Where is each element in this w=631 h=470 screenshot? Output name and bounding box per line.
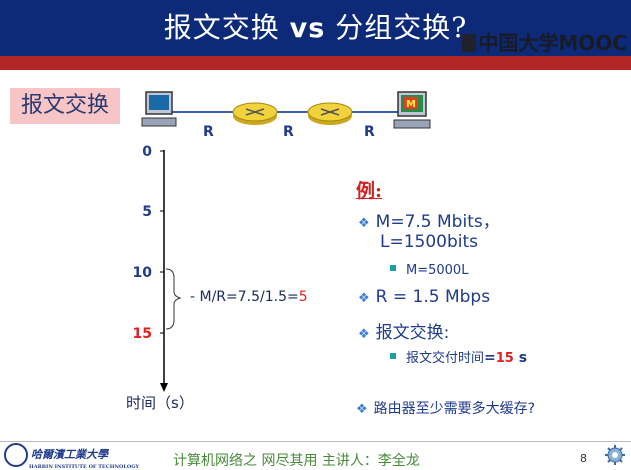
slide-header: 报文交换 vs 分组交换? 中国大学MOOC [0,0,631,56]
tick-label-5: 5 [142,204,152,220]
square-bullet-icon [390,353,396,359]
transmission-delay-formula: - M/R=7.5/1.5=5 [190,289,308,305]
slide-title: 报文交换 vs 分组交换? [0,6,631,46]
delivery-time-label: 报文交付时间 [406,351,485,366]
section-label: 报文交换 [10,88,120,124]
host-computer-icon [141,91,177,127]
link-label-r: R [283,124,294,140]
example-title: 例: [356,180,383,202]
link-label-r: R [364,124,375,140]
page-number: 8 [580,452,587,465]
example-rate-text: R = 1.5 Mbps [375,287,491,307]
tick-label-0: 0 [142,144,152,160]
router-icon [232,102,278,125]
mooc-watermark: 中国大学MOOC [462,27,627,56]
university-logo: 哈爾濱工業大學 HARBIN INSTITUTE OF TECHNOLOGY [4,443,144,470]
formula-result: 5 [298,289,308,305]
diamond-bullet-icon: ❖ [358,327,370,342]
time-axis-unit: 时间（s） [126,394,194,412]
duration-bracket [165,268,182,330]
diamond-bullet-icon: ❖ [356,402,368,417]
footer-divider [0,441,631,442]
buffer-question: ❖ 路由器至少需要多大缓存? [356,398,535,418]
tick-label-10: 10 [132,265,152,281]
university-name: 哈爾濱工業大學 [31,448,108,461]
square-bullet-icon [390,265,396,271]
diamond-bullet-icon: ❖ [358,216,370,231]
example-message-switching-text: 报文交换: [375,323,450,343]
example-sub-m: M=5000L [390,263,468,278]
course-footer: 计算机网络之 网尽其用 主讲人：李全龙 [173,453,420,469]
university-name-en: HARBIN INSTITUTE OF TECHNOLOGY [29,464,140,470]
example-sub-m-text: M=5000L [406,263,469,278]
header-stripe [0,56,631,70]
title-vs: vs [289,13,326,44]
example-message-size: ❖ M=7.5 Mbits， [358,207,500,232]
tick-label-15: 15 [132,326,152,342]
diamond-bullet-icon: ❖ [358,291,370,306]
destination-badge: M [406,99,416,110]
mooc-logo-icon [462,34,477,52]
link-label-r: R [203,124,214,140]
gear-icon [605,445,625,465]
delivery-time-value: 15 [495,351,514,366]
router-icon [307,102,353,125]
delivery-time-unit: s [513,350,528,366]
example-line-m: M=7.5 Mbits， [375,212,500,232]
example-delivery-time: 报文交付时间=15 s [390,347,527,366]
buffer-question-text: 路由器至少需要多大缓存? [373,401,536,417]
delivery-time-equals: = [484,350,496,366]
mooc-watermark-text: 中国大学MOOC [478,31,627,55]
university-seal-icon [4,443,28,467]
formula-text: M/R=7.5/1.5= [199,289,299,305]
time-axis [160,150,182,392]
example-packet-size: L=1500bits [380,232,479,252]
example-message-switching: ❖ 报文交换: [358,318,449,343]
network-diagram: M [141,91,431,129]
time-axis-arrow-icon [160,383,168,392]
destination-computer-icon: M [393,91,431,129]
title-part-message-switching: 报文交换 [163,11,290,44]
example-rate: ❖ R = 1.5 Mbps [358,287,490,307]
title-part-packet-switching: 分组交换? [325,11,468,44]
